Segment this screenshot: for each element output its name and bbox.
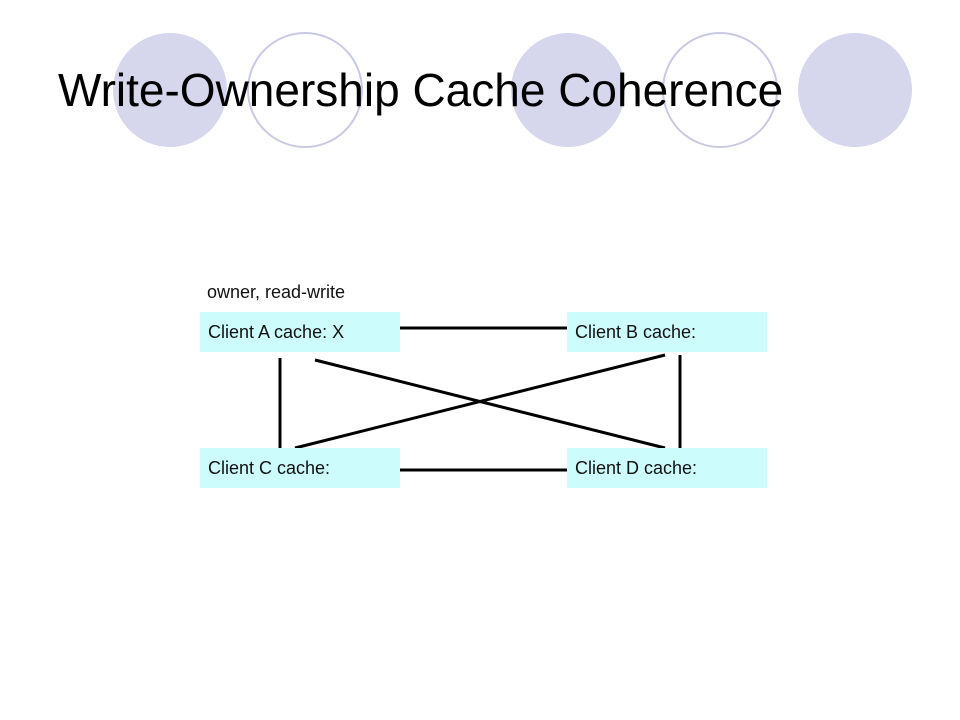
- decorative-circles: [113, 32, 912, 148]
- decorative-circle-filled: [798, 33, 912, 147]
- client-a-cache-box: Client A cache: X: [200, 312, 400, 352]
- slide-title: Write-Ownership Cache Coherence: [58, 64, 784, 116]
- connection-lines: [278, 326, 682, 472]
- decorative-circle-outline: [247, 32, 363, 148]
- owner-label: owner, read-write: [207, 282, 346, 302]
- decorative-circle-outline: [662, 32, 778, 148]
- client-d-cache-box: Client D cache:: [567, 448, 767, 488]
- link-a-d: [314, 358, 666, 450]
- client-c-cache-box: Client C cache:: [200, 448, 400, 488]
- link-b-c: [294, 353, 666, 450]
- client-b-cache-box: Client B cache:: [567, 312, 767, 352]
- decorative-circle-filled: [113, 33, 227, 147]
- decorative-circle-filled: [511, 33, 625, 147]
